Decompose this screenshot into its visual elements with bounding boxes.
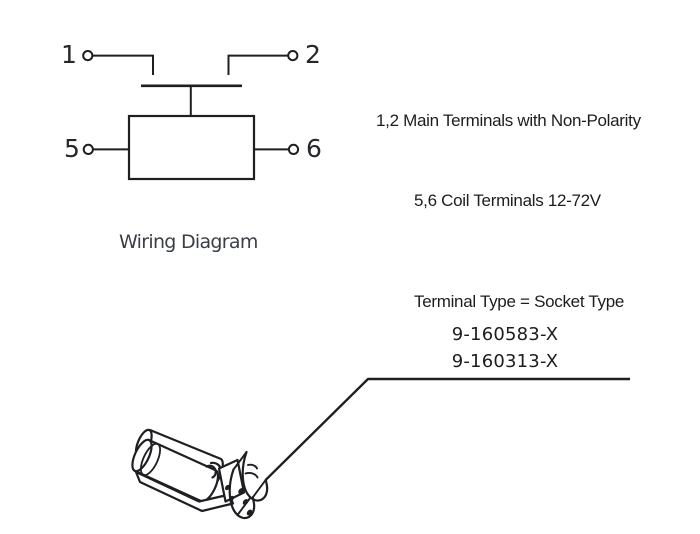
terminal-2-wire <box>227 54 288 75</box>
socket-terminal-drawing <box>131 428 269 520</box>
terminal-label-6: 6 <box>306 134 322 163</box>
terminal-label-2: 2 <box>305 40 321 69</box>
terminal-type-label: Terminal Type = Socket Type <box>414 292 625 311</box>
socket-dimples <box>224 484 253 516</box>
part-number-1: 9-160583-X <box>451 324 559 345</box>
part-number-list: 9-160583-X 9-160313-X <box>380 321 630 375</box>
terminal-1-wire <box>92 54 154 75</box>
note-coil-terminals: 5,6 Coil Terminals 12-72V <box>414 191 601 210</box>
socket-u-edges <box>232 451 267 516</box>
wiring-diagram-title: Wiring Diagram <box>119 231 258 253</box>
note-main-terminals: 1,2 Main Terminals with Non-Polarity <box>376 111 641 130</box>
terminal-label-5: 5 <box>64 134 80 163</box>
terminal-1-circle <box>82 50 94 62</box>
terminal-2-circle <box>287 50 299 62</box>
terminal-label-1: 1 <box>61 40 77 69</box>
front-barrel-cap <box>131 438 153 473</box>
socket-mouth-curls <box>244 463 259 479</box>
terminal-6-circle <box>287 143 300 155</box>
part-number-2: 9-160313-X <box>451 351 559 372</box>
wiring-diagram-drawing <box>82 50 300 181</box>
leader-line <box>264 377 630 481</box>
base-tray <box>134 470 235 513</box>
relay-coil-box <box>127 114 256 181</box>
terminal-5-circle <box>82 143 94 155</box>
